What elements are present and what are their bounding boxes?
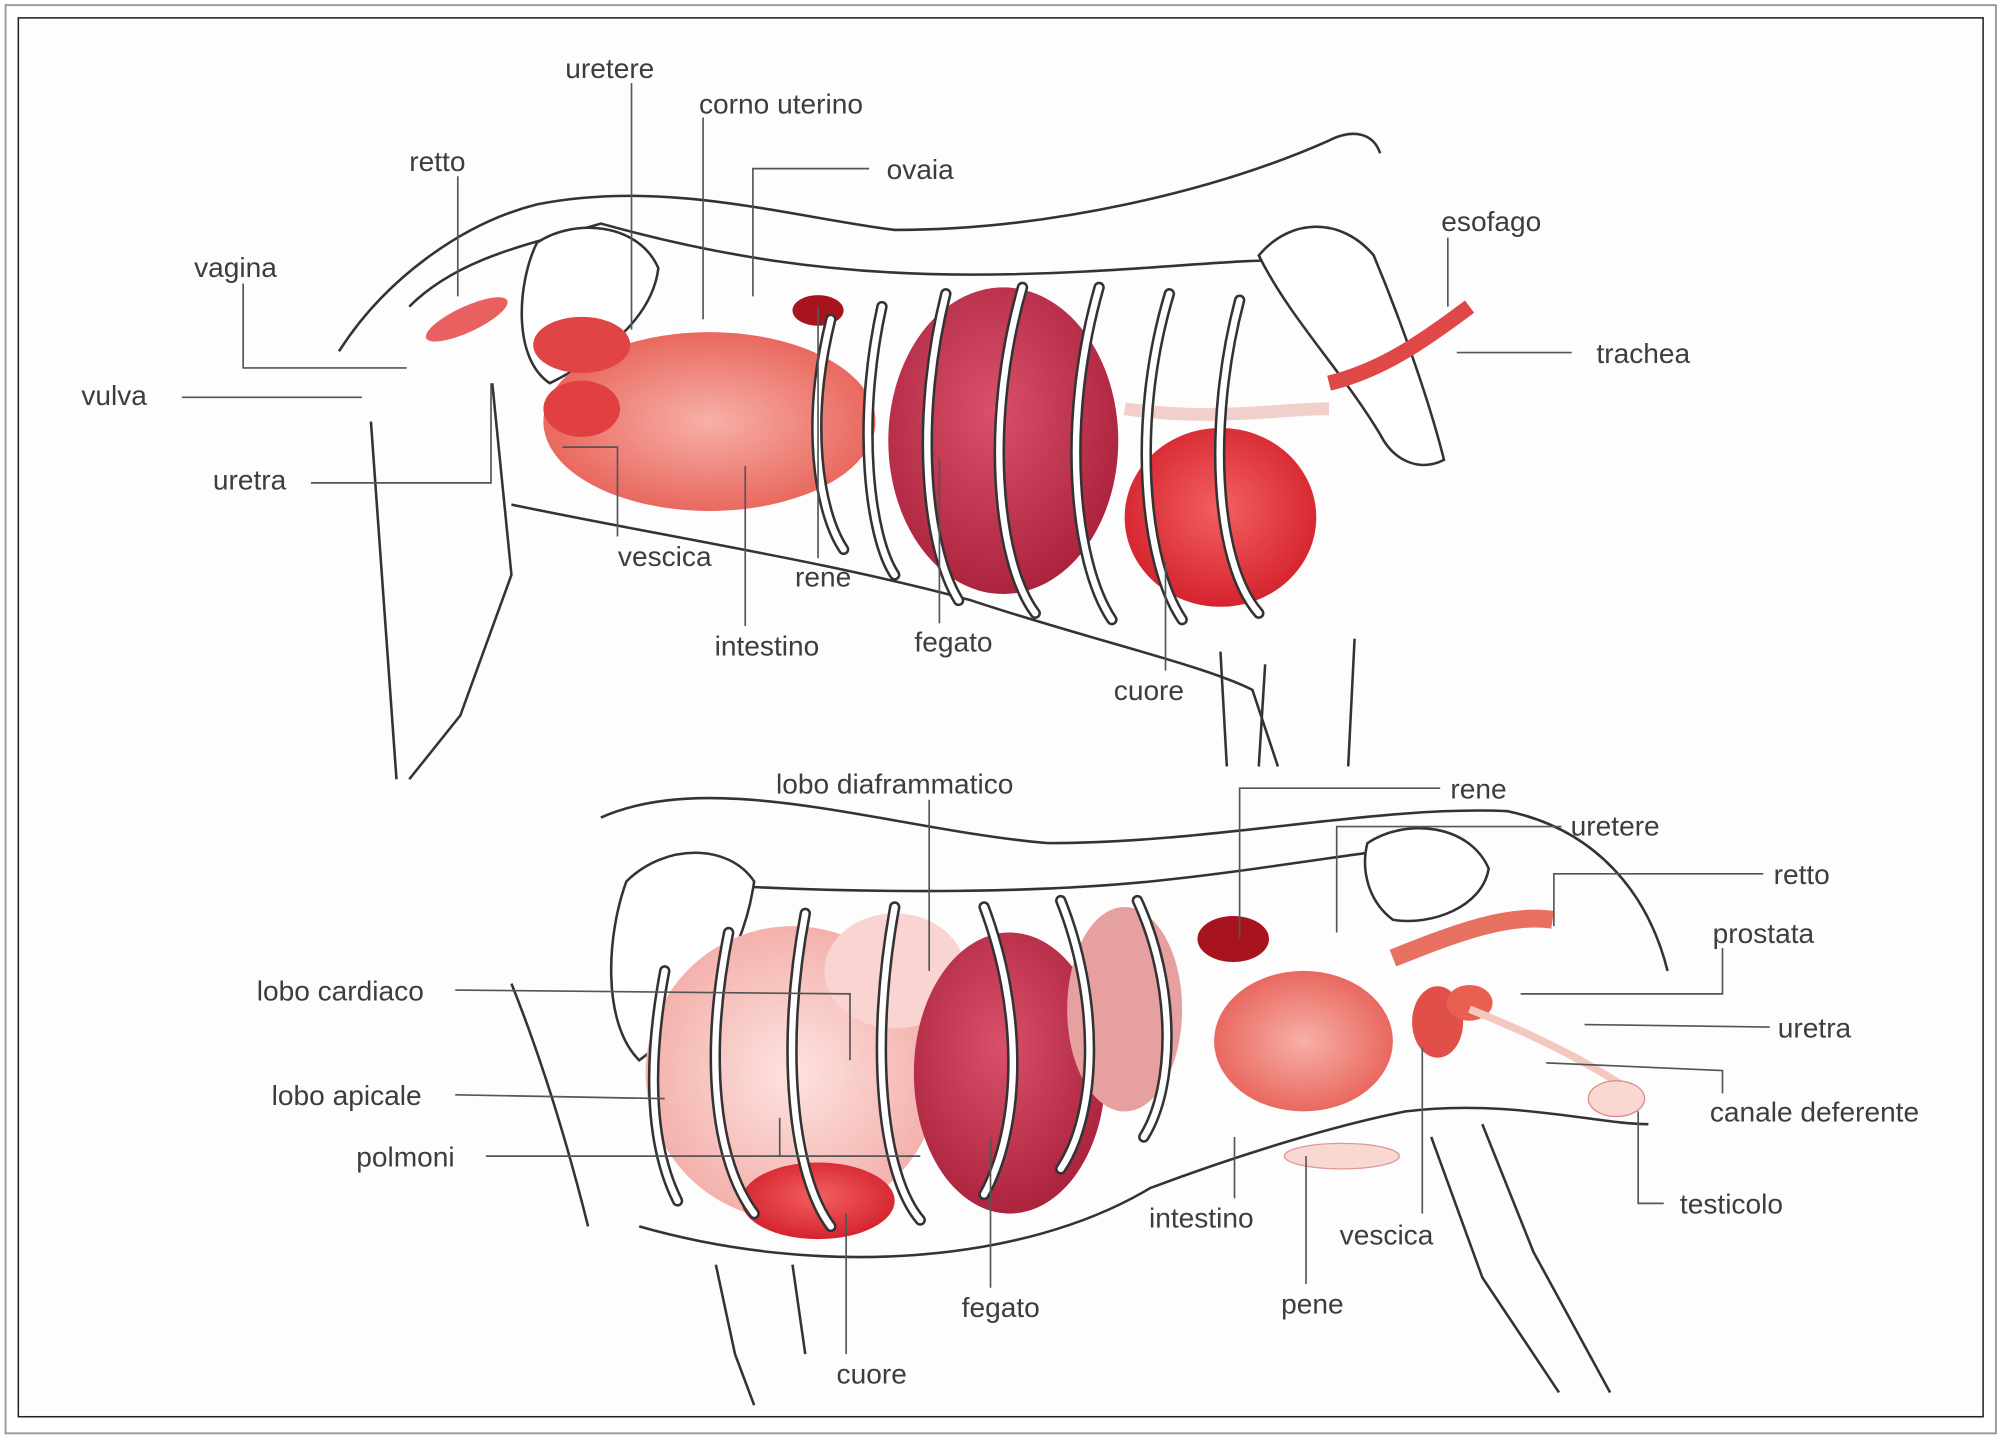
label-female-ovaia: ovaia [887,154,955,185]
label-male-lobo-apicale: lobo apicale [272,1080,422,1111]
label-female-rene: rene [795,561,851,592]
male-back-outline [600,796,1669,972]
female-dog-illustration [337,132,1475,781]
label-male-intestino: intestino [1149,1203,1254,1234]
male-rectum [1389,909,1554,967]
male-intestine [1214,970,1393,1112]
label-male-retto: retto [1774,859,1830,890]
female-leader-lines [181,83,1572,671]
female-uterus [533,316,631,374]
male-leader-lines [455,787,1770,1355]
label-female-vulva: vulva [81,380,147,411]
label-female-vagina: vagina [194,252,277,283]
male-testicle [1587,1080,1646,1118]
label-female-corno-uterino: corno uterino [699,89,863,120]
female-scapula [1257,225,1446,467]
label-male-prostata: prostata [1713,918,1815,949]
label-female-retto: retto [409,146,465,177]
label-male-canale-deferente: canale deferente [1710,1097,1919,1128]
label-male-testicolo: testicolo [1680,1189,1783,1220]
label-female-vescica: vescica [618,541,712,572]
label-male-rene: rene [1450,773,1506,804]
label-male-fegato: fegato [962,1292,1040,1323]
male-hind-leg [1430,1123,1612,1394]
female-fore-leg [1219,638,1356,767]
male-pelvis [1363,826,1491,923]
label-male-polmoni: polmoni [356,1141,454,1172]
female-intestine [543,332,876,511]
female-back-outline [337,132,1382,352]
male-kidney [1197,915,1269,962]
female-trachea [1327,300,1475,391]
label-female-uretere: uretere [565,53,654,84]
female-bladder [543,380,621,437]
label-male-cuore: cuore [837,1359,907,1390]
label-female-uretra: uretra [213,464,287,495]
female-rectum [425,297,508,342]
label-male-lobo-diaframmatico: lobo diaframmatico [776,768,1013,799]
female-spine [408,222,1291,308]
female-hind-leg [369,383,513,781]
male-fore-leg [714,1264,807,1406]
label-male-vescica: vescica [1340,1219,1434,1250]
label-male-pene: pene [1281,1288,1344,1319]
female-ribs [811,281,1265,626]
label-female-intestino: intestino [715,630,820,661]
male-urethra [1468,1005,1625,1090]
male-dog-illustration [510,796,1669,1406]
label-male-uretra: uretra [1778,1012,1852,1043]
label-female-esofago: esofago [1441,206,1541,237]
male-ribs [647,894,1173,1233]
label-female-trachea: trachea [1596,338,1690,369]
label-male-lobo-cardiaco: lobo cardiaco [257,975,424,1006]
male-penis [1283,1142,1400,1170]
label-male-uretere: uretere [1571,810,1660,841]
label-female-cuore: cuore [1114,675,1184,706]
male-belly-outline [510,983,1649,1259]
label-female-fegato: fegato [914,627,992,658]
female-esophagus [1123,402,1330,421]
